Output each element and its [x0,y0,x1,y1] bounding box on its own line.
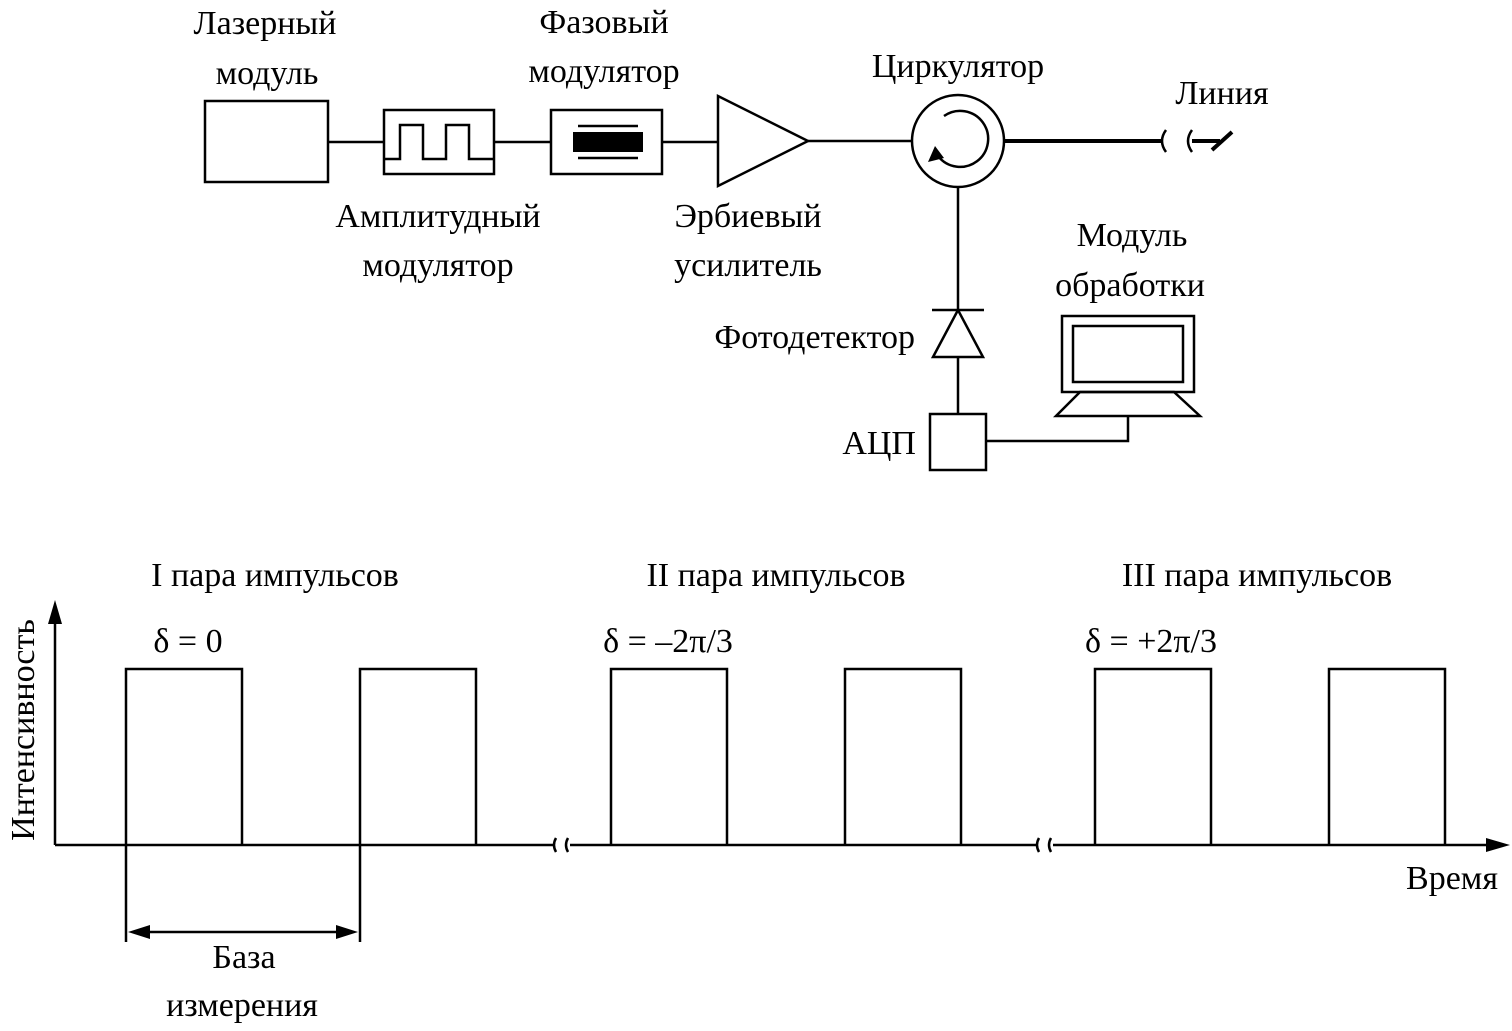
line-break-mark-left [1160,129,1168,153]
x-axis-arrowhead [1486,838,1510,852]
erbium-amplifier-label-line1: Эрбиевый [674,198,821,235]
pulse-pair-1-second-pulse [358,667,478,845]
phase-crystal-icon [573,132,643,152]
amplitude-modulator-label-line1: Амплитудный [335,198,540,235]
fiber-line-terminator [1210,130,1234,152]
phase-modulator-label-line1: Фазовый [539,4,668,41]
adc-box [928,412,988,472]
processing-module-label-line2: обработки [1055,267,1205,304]
erbium-amplifier-triangle-icon [716,93,811,189]
pulse-pair-3-second-pulse [1327,667,1447,845]
base-label-line2: измерения [166,987,318,1024]
pulse-pair-2-second-pulse [843,667,963,845]
adc-label: АЦП [842,425,916,462]
laptop-screen-icon [1060,314,1196,394]
y-axis-arrowhead [48,600,62,624]
pulse-pair-2-first-pulse [609,667,729,845]
pulse-pair-1-delta: δ = 0 [153,623,222,660]
pulse-pair-1-first-pulse [124,667,244,845]
line-break-mark-right [1186,129,1194,153]
photodetector-label: Фотодетектор [714,319,915,356]
amplitude-modulator-label-line2: модулятор [362,247,513,284]
laser-module-box [203,99,330,184]
axis-break-mark-1b [564,837,570,853]
x-axis-label: Время [1406,860,1498,897]
photodiode-icon [930,307,986,359]
circulator-arrowhead [928,146,944,162]
circulator-circle [910,93,1006,189]
base-arrowhead-right [336,925,358,939]
pulse-pair-3-title: III пара импульсов [1122,557,1392,594]
laptop-screen-inner [1071,324,1185,384]
axis-break-mark-2a [1035,837,1041,853]
laser-module-label-line1: Лазерный [194,5,337,42]
processing-module-label-line1: Модуль [1077,217,1188,254]
laptop-keyboard-icon [1052,390,1204,418]
axis-break-mark-2b [1047,837,1053,853]
base-arrowhead-left [128,925,150,939]
pulse-pair-1-title: I пара импульсов [151,557,399,594]
line-label: Линия [1175,75,1269,112]
base-label-line1: База [212,939,275,976]
phase-modulator-label-line2: модулятор [528,53,679,90]
pulse-pair-2-delta: δ = –2π/3 [603,623,733,660]
circulator-rotation-arrow-icon [937,109,990,169]
axis-break-mark-1a [552,837,558,853]
y-axis-label: Интенсивность [5,619,42,841]
erbium-amplifier-label-line2: усилитель [674,247,822,284]
laser-module-label-line2: модуль [216,55,319,92]
pulse-pair-3-delta: δ = +2π/3 [1085,623,1217,660]
pulse-pair-2-title: II пара импульсов [646,557,905,594]
square-wave-icon [384,123,494,161]
circulator-label: Циркулятор [872,48,1044,85]
wire-adc-to-processing [986,416,1130,443]
pulse-pair-3-first-pulse [1093,667,1213,845]
